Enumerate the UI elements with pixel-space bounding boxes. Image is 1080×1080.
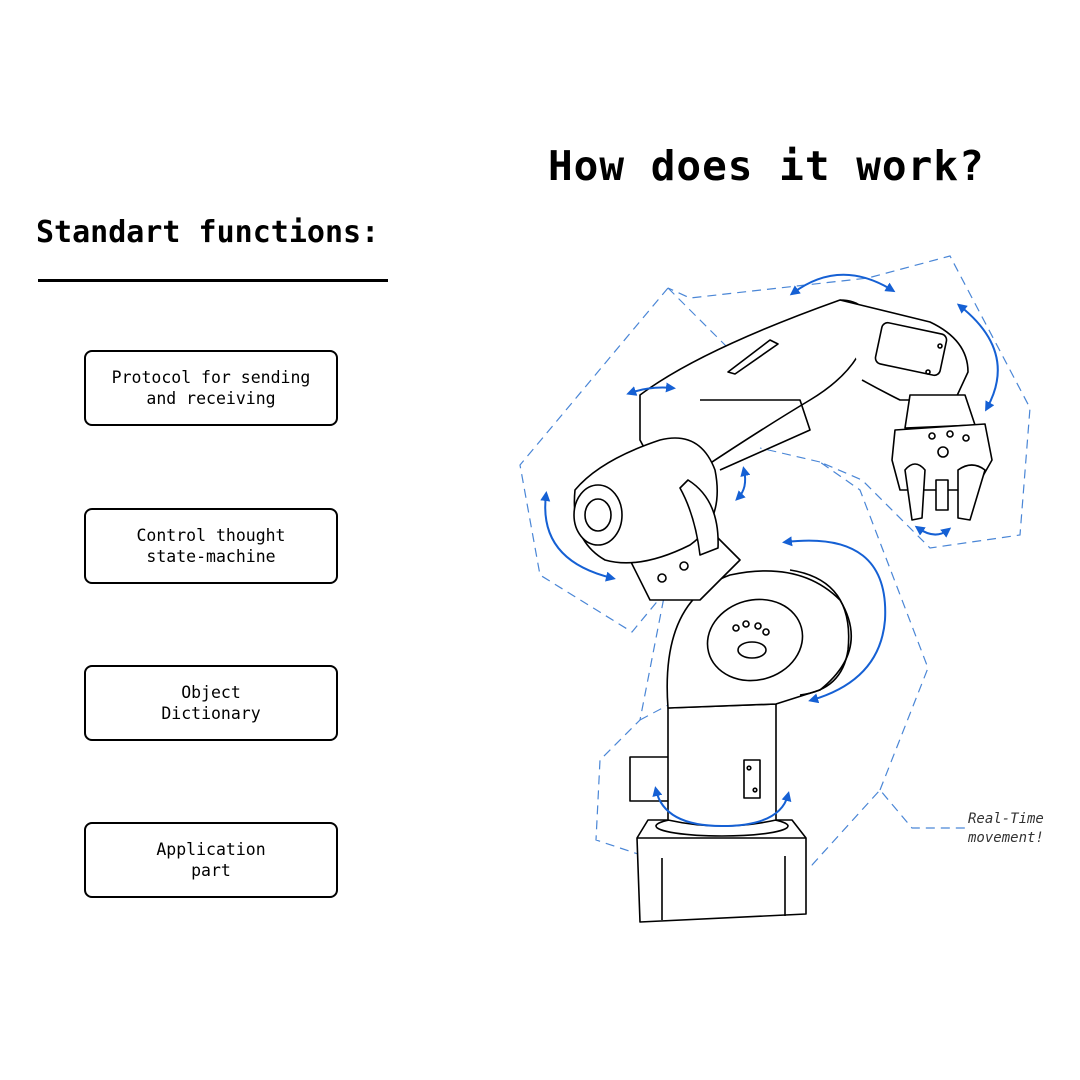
function-box-state-machine: Control thought state-machine <box>84 508 338 584</box>
upper-arm-rotation-arrow <box>626 382 676 396</box>
link-twist-arrow <box>735 466 751 501</box>
function-box-object-dictionary: Object Dictionary <box>84 665 338 741</box>
function-box-application: Application part <box>84 822 338 898</box>
robot-wrist <box>904 394 976 429</box>
base-rotation-arrow <box>652 786 792 828</box>
robot-side-module <box>629 756 673 802</box>
elbow-rotation-arrow <box>540 491 616 582</box>
gripper-open-arrow <box>914 525 952 538</box>
heading-underline <box>38 279 388 282</box>
shoulder-rotation-arrow <box>782 536 887 704</box>
forearm-rotation-arrow <box>789 273 896 296</box>
wrist-rotation-arrow <box>956 303 999 412</box>
page-title: How does it work? <box>548 142 985 190</box>
functions-heading: Standart functions: <box>36 215 380 250</box>
reach-envelope-outline <box>519 255 1031 869</box>
real-time-annotation: Real-Time movement! <box>968 811 1044 846</box>
function-box-protocol: Protocol for sending and receiving <box>84 350 338 426</box>
